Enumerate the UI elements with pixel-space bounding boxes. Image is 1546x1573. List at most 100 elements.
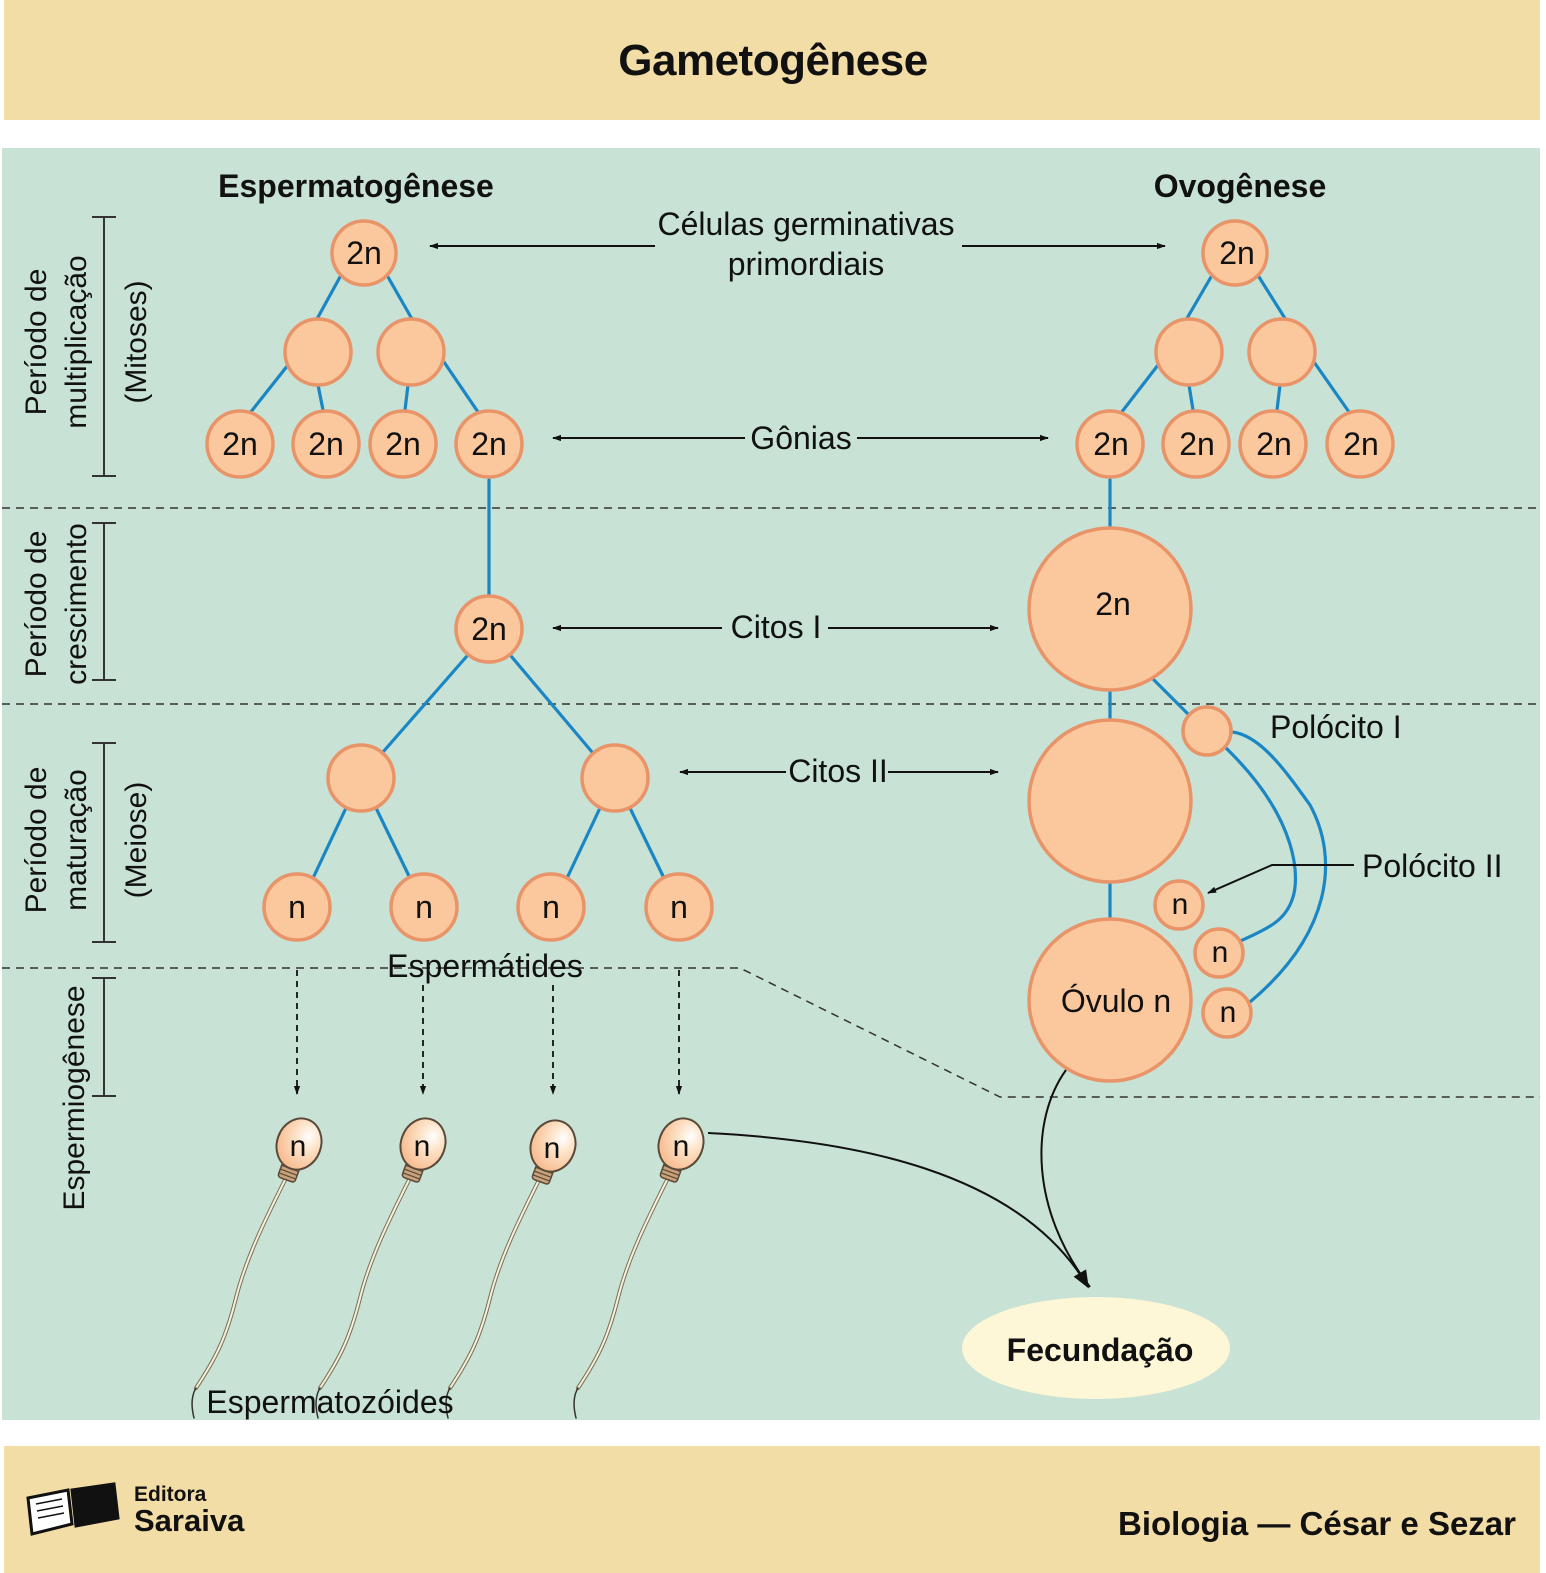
spermatozoide-tail: [315, 1176, 412, 1419]
publisher-name: Saraiva: [134, 1503, 245, 1538]
cell-label: n: [542, 889, 560, 925]
periodo-multiplicacao-line3: (Mitoses): [120, 280, 153, 403]
heading-ovogenese: Ovogênese: [1154, 168, 1327, 204]
periodo-espermiogenese: Espermiogênese: [58, 985, 91, 1210]
spermatozoide-tail: [573, 1176, 670, 1419]
page-title: Gametogênese: [618, 36, 928, 85]
cell-germinativa-sperm: [330, 219, 398, 287]
lineage-line: [248, 363, 290, 415]
cell-ovogonia: [1161, 409, 1231, 479]
spermatozoide-tail: [445, 1176, 542, 1419]
cell-espermatide: [516, 872, 586, 942]
cell-espermatide: [262, 872, 332, 942]
fecundacao-arrows: [707, 1069, 1091, 1289]
bracket-multiplicacao: [92, 216, 116, 477]
cell-label: 2n: [1256, 426, 1292, 462]
periodo-maturacao-line3: (Meiose): [120, 782, 153, 899]
label-espermatides: Espermátides: [387, 948, 583, 984]
cell-ovogonia: [1238, 409, 1308, 479]
lineage-line: [1312, 360, 1351, 414]
period-brackets: [92, 216, 116, 1097]
lineage-line: [1257, 275, 1288, 322]
arrow-sperm-to-fecundacao: [707, 1132, 1089, 1289]
cell-label: n: [1220, 996, 1237, 1029]
cell-intermediate: [1154, 317, 1224, 387]
cell-label: n: [670, 889, 688, 925]
cell-label: 2n: [385, 426, 421, 462]
fecundacao-ellipse: [962, 1297, 1230, 1399]
label-polocito-i: Polócito I: [1270, 709, 1402, 745]
lineage-line: [1275, 383, 1282, 412]
sperm-tails: [191, 1176, 670, 1419]
cell-intermediate: [1247, 317, 1317, 387]
cell-polocito-ii: [1153, 879, 1205, 931]
period-separators: [2, 507, 1540, 1098]
cell-germinativa-ovo: [1201, 219, 1269, 287]
bracket-maturacao: [92, 742, 116, 943]
spermatozoide-tail: [191, 1176, 288, 1419]
cell-label: 2n: [471, 611, 507, 647]
header-band: [4, 0, 1540, 120]
arrow-polocito-ii: [1207, 864, 1354, 894]
cell-espermatide: [389, 872, 459, 942]
cell-espermatide: [644, 872, 714, 942]
periodo-multiplicacao-line2: multiplicação: [60, 255, 93, 428]
cell-label: 2n: [222, 426, 258, 462]
lineage-line: [374, 806, 411, 878]
cell-ovogonia: [1075, 409, 1145, 479]
lineage-line: [1187, 383, 1195, 412]
book-logo-icon: [26, 1482, 120, 1536]
bracket-espermiogenese: [92, 977, 116, 1097]
lineage-line: [312, 806, 348, 878]
cell-espermatogonia: [205, 409, 275, 479]
label-polocito-ii: Polócito II: [1362, 848, 1503, 884]
lineage-line: [1184, 275, 1213, 322]
cell-espermatogonia: [368, 409, 438, 479]
label-citos-i: Citos I: [731, 609, 822, 645]
book-credit: Biologia — César e Sezar: [1118, 1505, 1516, 1542]
lineage-lines: [248, 275, 1351, 1004]
cell-label: n: [1172, 888, 1189, 921]
cell-label: Óvulo n: [1061, 983, 1171, 1019]
separator-line: [2, 967, 1540, 1098]
cell-ovulo: [1027, 917, 1193, 1083]
cell-label: n: [1212, 936, 1229, 969]
periodo-maturacao-line2: maturação: [60, 769, 93, 911]
lineage-line: [1230, 730, 1328, 1004]
lineage-line: [628, 806, 665, 878]
sperm-heads: [275, 1117, 705, 1185]
lineage-line: [1119, 363, 1160, 415]
cell-ovocito-ii: [1027, 718, 1193, 884]
spermiogenesis-arrows: [293, 970, 683, 1095]
lineage-line: [386, 275, 414, 321]
cell-label: n: [544, 1132, 561, 1165]
periodo-crescimento-line2: crescimento: [60, 523, 93, 685]
cell-espermatocito-ii: [326, 743, 396, 813]
periodo-multiplicacao-line1: Período de: [20, 269, 53, 416]
cell-espermatocito-i: [454, 594, 524, 664]
label-celulas-germinativas-line2: primordiais: [728, 246, 884, 282]
label-celulas-germinativas-line1: Células germinativas: [657, 206, 954, 242]
cell-label: n: [415, 889, 433, 925]
cell-label: 2n: [346, 235, 382, 271]
lineage-line: [566, 806, 602, 878]
periodo-crescimento-line1: Período de: [20, 531, 53, 678]
footer-band: [4, 1446, 1540, 1573]
cell-polocito-ii: [1193, 927, 1245, 979]
bracket-crescimento: [92, 522, 116, 681]
cell-polocito-i: [1181, 705, 1233, 757]
label-espermatozoides: Espermatozóides: [206, 1384, 453, 1420]
cell-intermediate: [376, 317, 446, 387]
spermatozoide-head: [529, 1119, 577, 1185]
cell-label: 2n: [308, 426, 344, 462]
cell-ovocito-i: [1027, 526, 1193, 692]
label-citos-ii: Citos II: [788, 753, 888, 789]
cell-label: n: [673, 1130, 690, 1163]
cell-espermatocito-ii: [580, 743, 650, 813]
cell-label: 2n: [471, 426, 507, 462]
cell-label: n: [288, 889, 306, 925]
lineage-line: [442, 360, 480, 414]
arrow-ovulo-to-fecundacao: [1040, 1069, 1091, 1288]
cell-polocito-ii: [1201, 987, 1253, 1039]
